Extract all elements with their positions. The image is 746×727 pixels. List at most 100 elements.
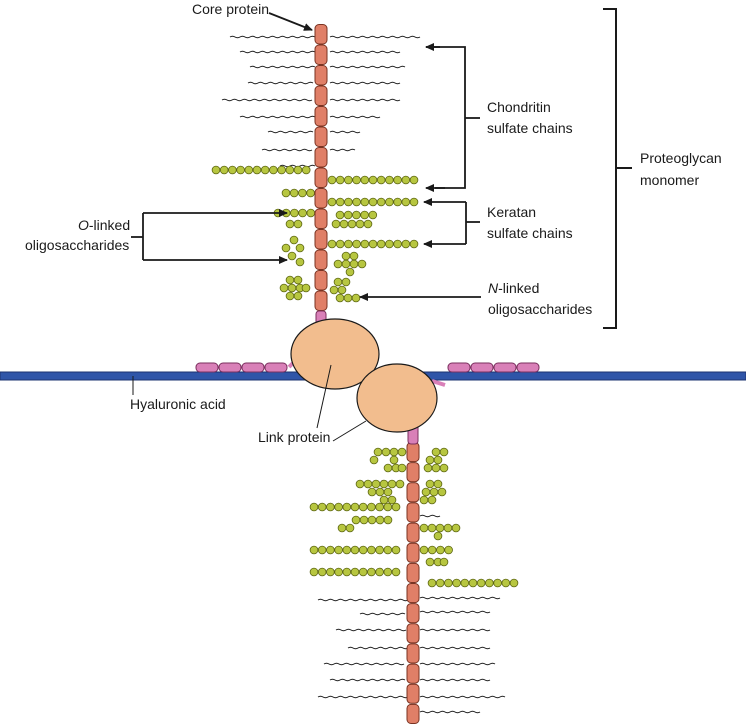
oligosaccharide-bead (350, 502, 360, 512)
oligosaccharide-bead (439, 447, 449, 457)
oligosaccharide-bead (337, 523, 347, 533)
oligosaccharide-bead (431, 447, 441, 457)
core-protein-segment (314, 270, 328, 291)
hyaluronic-acid-segment (493, 362, 517, 373)
chondroitin-sulfate-chain (261, 148, 313, 152)
hyaluronic-acid-segment (218, 362, 242, 373)
chondroitin-sulfate-chain (239, 115, 316, 119)
oligosaccharide-bead (345, 523, 355, 533)
oligosaccharide-bead (287, 283, 297, 293)
oligosaccharide-bead (335, 293, 345, 303)
hyaluronic-acid-segment (447, 362, 471, 373)
n-linked-label-line1: N-linked (488, 280, 539, 296)
oligosaccharide-bead (335, 175, 345, 185)
core-protein-segment (314, 208, 328, 229)
oligosaccharide-bead (344, 239, 353, 249)
oligosaccharide-bead (349, 259, 359, 269)
oligosaccharide-bead (435, 523, 445, 533)
oligosaccharide-bead (397, 463, 407, 473)
oligosaccharide-bead (383, 545, 393, 555)
core-protein-segment (406, 522, 420, 543)
oligosaccharide-bead (334, 567, 343, 577)
oligosaccharide-bead (352, 239, 361, 249)
oligosaccharide-bead (326, 502, 335, 512)
oligosaccharide-bead (425, 557, 435, 567)
oligosaccharide-bead (509, 578, 519, 588)
o-linked-label-line1: O-linked (78, 217, 130, 233)
oligosaccharide-bead (285, 275, 295, 285)
oligosaccharide-bead (358, 545, 368, 555)
oligosaccharide-bead (351, 293, 361, 303)
oligosaccharide-bead (349, 251, 359, 261)
oligosaccharide-bead (343, 293, 353, 303)
oligosaccharide-bead (425, 479, 435, 489)
oligosaccharide-bead (333, 277, 343, 287)
chondroitin-sulfate-chain (419, 596, 501, 600)
oligosaccharide-bead (342, 545, 352, 555)
chondroitin-sulfate-chain (267, 130, 314, 134)
chondroitin-sulfate-chain (317, 598, 409, 602)
core-protein-segment (406, 683, 420, 704)
oligosaccharide-bead (444, 578, 453, 588)
oligosaccharide-bead (228, 165, 237, 175)
n-linked-suffix: -linked (498, 280, 539, 296)
oligosaccharide-bead (331, 219, 341, 229)
oligosaccharide-bead (352, 210, 361, 220)
oligosaccharide-bead (379, 479, 389, 489)
core-protein-segment (314, 44, 328, 65)
oligosaccharide-bead (352, 197, 361, 207)
chondroitin-sulfate-chain (329, 98, 401, 102)
oligosaccharide-bead (389, 447, 399, 457)
oligosaccharide-bead (333, 259, 343, 269)
core-protein-label: Core protein (192, 1, 269, 17)
oligosaccharide-bead (419, 545, 429, 555)
oligosaccharide-bead (383, 567, 393, 577)
chondroitin-sulfate-chain (359, 612, 406, 616)
oligosaccharide-bead (409, 175, 419, 185)
oligosaccharide-bead (409, 197, 419, 207)
oligosaccharide-bead (401, 175, 411, 185)
chondroitin-sulfate-chain (329, 148, 356, 152)
chondroitin-sulfate-chain (229, 35, 316, 39)
oligosaccharide-bead (385, 239, 394, 249)
oligosaccharide-bead (425, 455, 435, 465)
oligosaccharide-bead (219, 165, 229, 175)
oligosaccharide-bead (277, 165, 286, 175)
chondroitin-sulfate-chain (419, 646, 491, 650)
oligosaccharide-bead (367, 545, 376, 555)
oligosaccharide-bead (451, 523, 461, 533)
oligosaccharide-bead (358, 567, 368, 577)
oligosaccharide-bead (335, 239, 345, 249)
oligosaccharide-bead (326, 567, 335, 577)
core-protein-segment (314, 249, 328, 270)
oligosaccharide-bead (421, 487, 431, 497)
oligosaccharide-bead (375, 487, 385, 497)
chondroitin-sulfate-chain (329, 35, 421, 39)
core-protein-arrow (268, 12, 313, 31)
oligosaccharide-bead (367, 502, 376, 512)
oligosaccharide-bead (211, 165, 221, 175)
oligosaccharide-bead (287, 251, 297, 261)
chondroitin-sulfate-chain (329, 115, 381, 119)
chondroitin-bracket (426, 46, 466, 189)
core-protein-segment (314, 106, 328, 127)
chondroitin-sulfate-chain (419, 695, 506, 699)
oligosaccharide-bead (393, 239, 402, 249)
oligosaccharide-bead (306, 208, 316, 218)
oligosaccharide-bead (397, 447, 407, 457)
oligosaccharide-bead (327, 239, 337, 249)
lower-chondroitin-sulfate-chains (317, 514, 506, 714)
oligosaccharide-bead (327, 197, 337, 207)
oligosaccharide-bead (375, 567, 384, 577)
oligosaccharide-bead (444, 545, 453, 555)
upper-chondroitin-sulfate-chains (221, 35, 421, 168)
oligosaccharide-bead (279, 283, 289, 293)
oligosaccharide-bead (347, 219, 357, 229)
link-protein-leader-lower (332, 420, 367, 442)
oligosaccharide-bead (355, 479, 365, 489)
oligosaccharide-bead (379, 495, 389, 505)
oligosaccharide-bead (236, 165, 245, 175)
oligosaccharide-bead (290, 208, 299, 218)
oligosaccharide-bead (375, 502, 384, 512)
core-protein-segment (314, 167, 328, 188)
